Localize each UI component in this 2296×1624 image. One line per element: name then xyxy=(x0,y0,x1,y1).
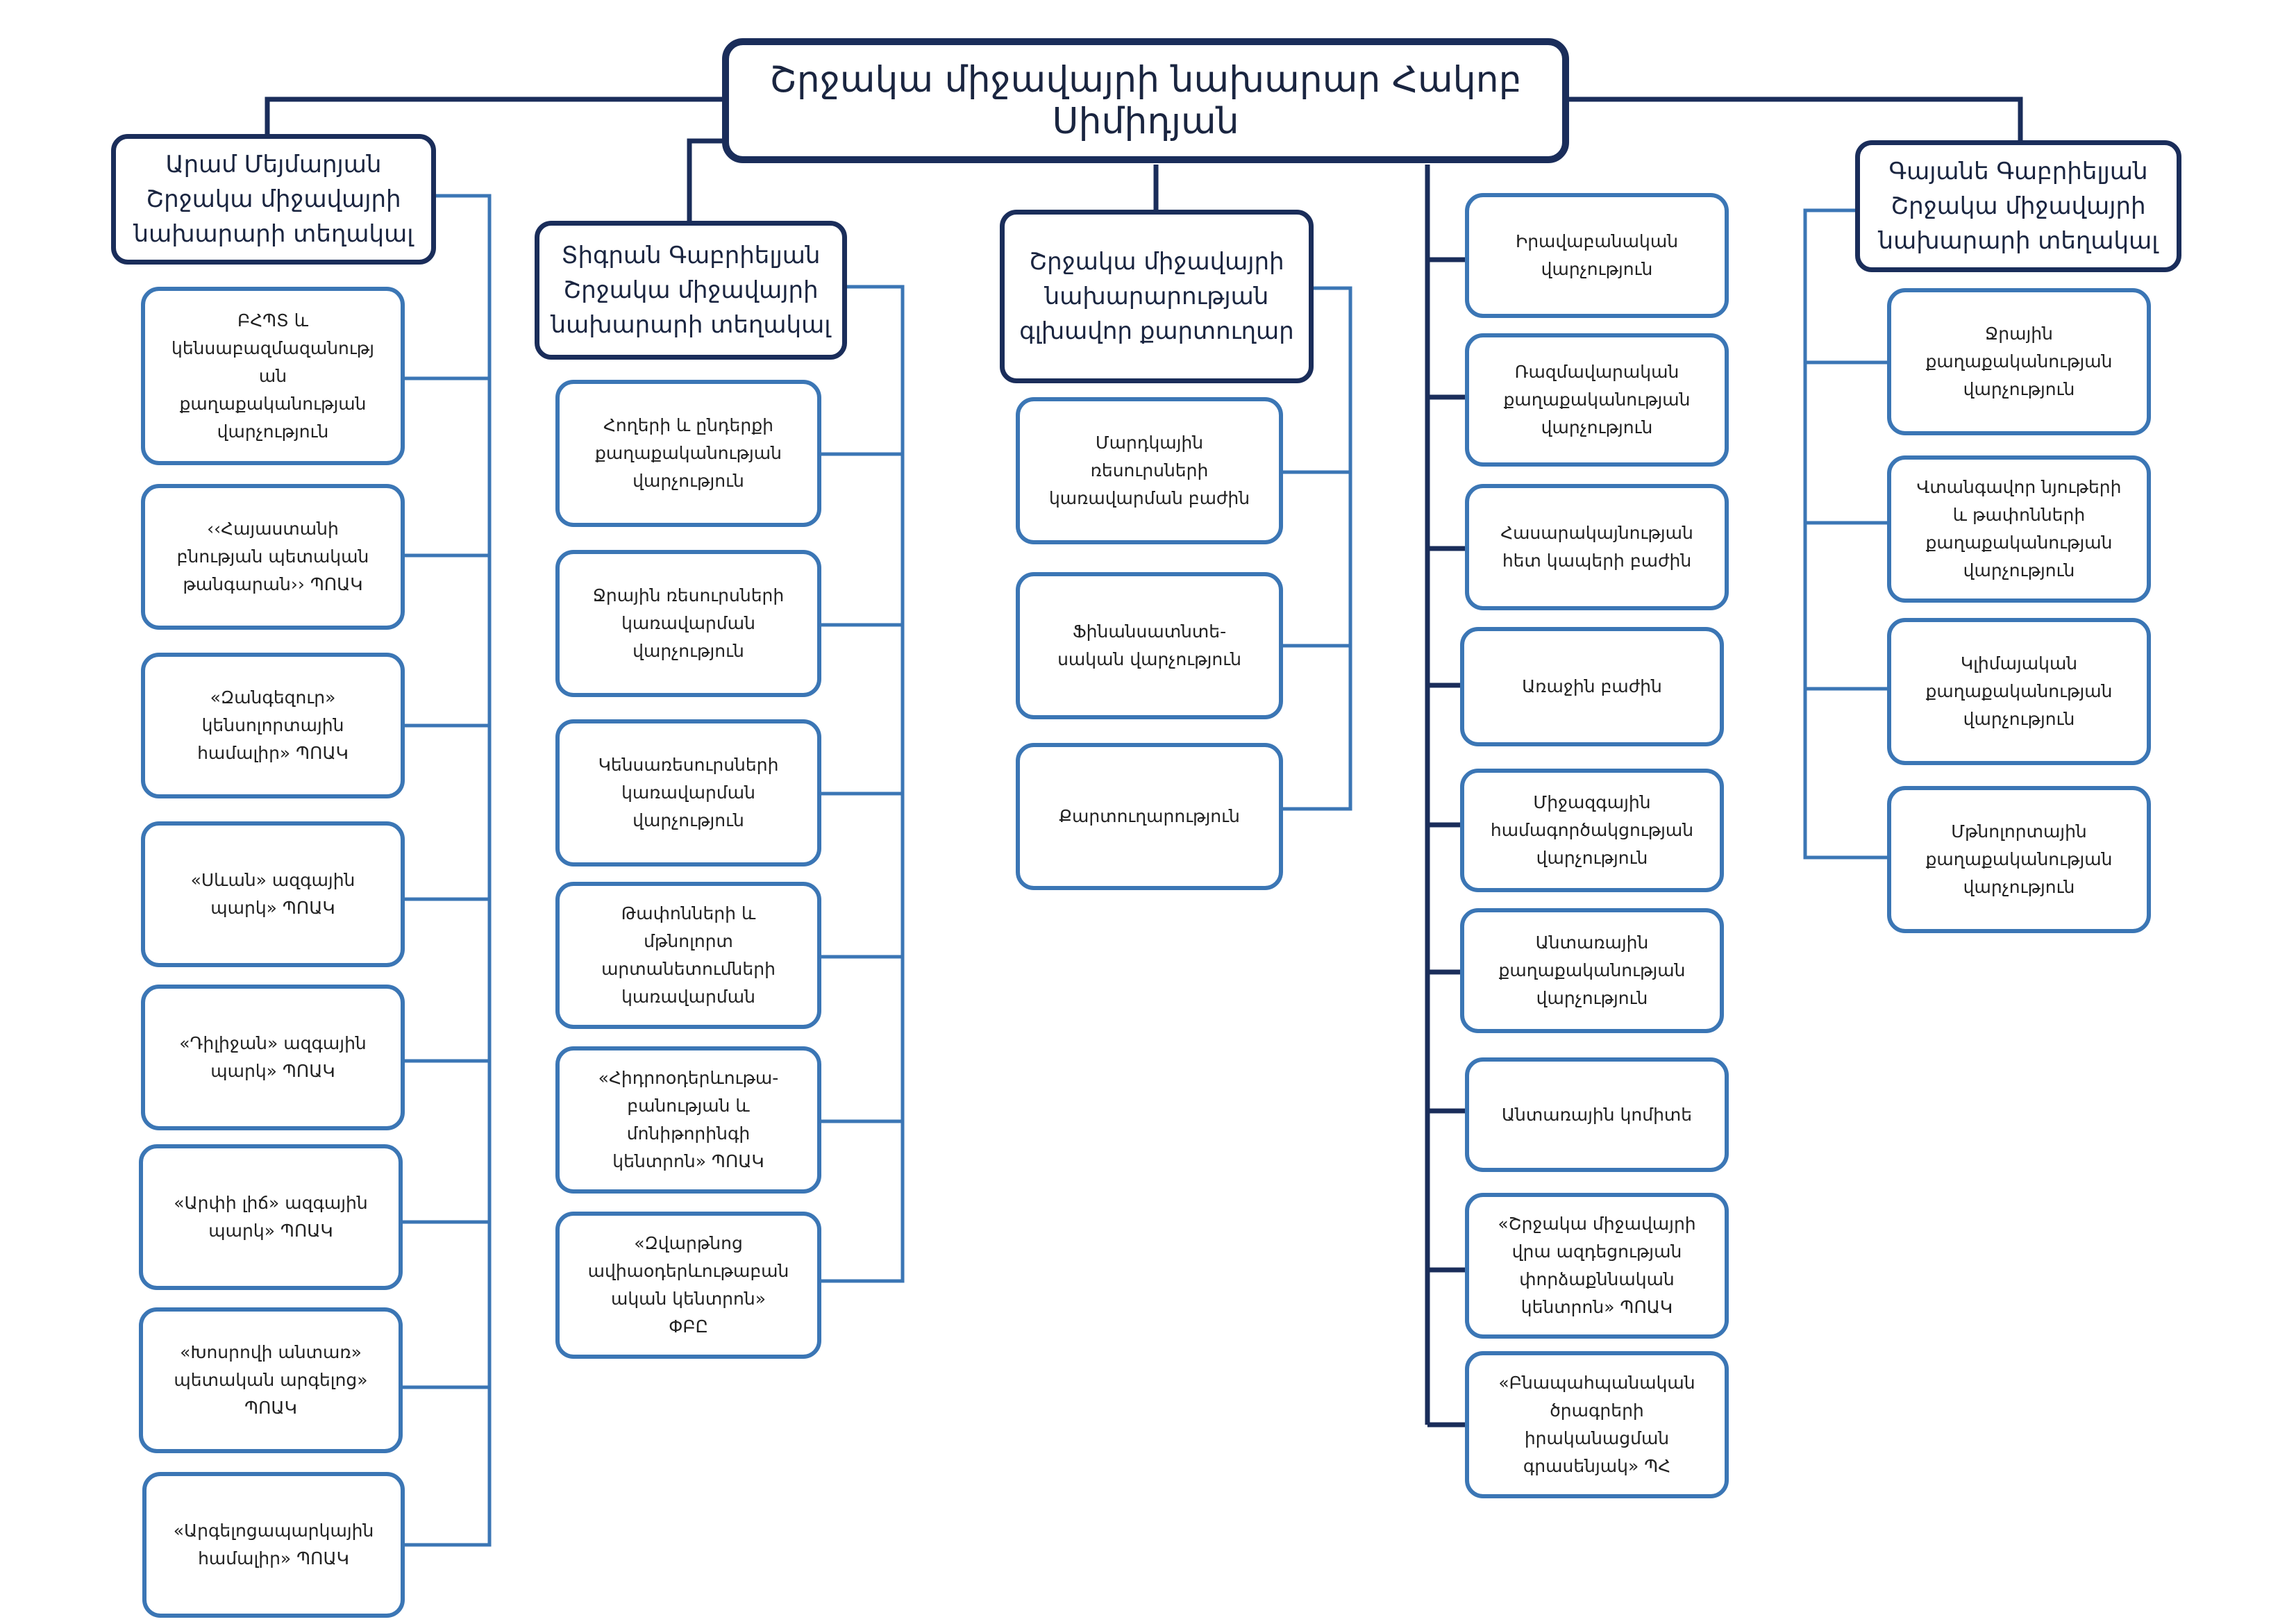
unit-left-2: «Զանգեզուր» կենսոլորտային համալիր» ՊՈԱԿ xyxy=(141,653,405,798)
unit-second-5: «Զվարթնոց ավիաօդերևութաբան ական կենտրոն»… xyxy=(555,1212,821,1359)
connector-left-ticks xyxy=(399,376,489,1389)
unit-second-1: Ջրային ռեսուրսների կառավարման վարչությու… xyxy=(555,550,821,697)
deputy-left-box: Արամ Մեյմարյան Շրջակա միջավայրի նախարարի… xyxy=(111,134,436,265)
deputy-right-box: Գայանե Գաբրիելյան Շրջակա միջավայրի նախար… xyxy=(1855,140,2181,272)
connector-minister-right xyxy=(1562,97,2023,142)
connector-left-bracket xyxy=(399,194,492,1547)
unit-left-4: «Դիլիջան» ազգային պարկ» ՊՈԱԿ xyxy=(141,985,405,1130)
unit-direct-0: Իրավաբանական վարչություն xyxy=(1465,193,1729,318)
unit-secretary-0: Մարդկային ռեսուրսների կառավարման բաժին xyxy=(1016,397,1283,544)
connector-minister-left xyxy=(265,97,722,137)
unit-second-3: Թափոնների և մթնոլորտ արտանետումների կառա… xyxy=(555,882,821,1029)
unit-direct-3: Առաջին բաժին xyxy=(1460,627,1724,746)
unit-secretary-2: Քարտուղարություն xyxy=(1016,743,1283,890)
unit-left-3: «Սևան» ազգային պարկ» ՊՈԱԿ xyxy=(141,821,405,967)
connector-second-bracket xyxy=(821,285,905,1283)
unit-left-0: ԲՀՊՏ և կենսաբազմազանությ ան քաղաքականութ… xyxy=(141,287,405,465)
unit-left-5: «Արփի լիճ» ազգային պարկ» ՊՈԱԿ xyxy=(139,1144,403,1290)
unit-right-0: Ջրային քաղաքականության վարչություն xyxy=(1887,288,2151,435)
unit-left-6: «Խոսրովի անտառ» պետական արգելոց» ՊՈԱԿ xyxy=(139,1307,403,1453)
unit-direct-1: Ռազմավարական քաղաքականության վարչություն xyxy=(1465,333,1729,467)
unit-second-0: Հողերի և ընդերքի քաղաքականության վարչութ… xyxy=(555,380,821,527)
unit-second-2: Կենսառեսուրսների կառավարման վարչություն xyxy=(555,719,821,867)
connector-second-ticks xyxy=(821,452,903,1123)
connector-direct-ticks xyxy=(1427,257,1470,1428)
connector-minister-second xyxy=(687,138,722,224)
unit-left-7: «Արգելոցապարկային համալիր» ՊՈԱԿ xyxy=(142,1472,405,1618)
unit-direct-6: Անտառային կոմիտե xyxy=(1465,1057,1729,1172)
unit-secretary-1: Ֆինանսատնտե- սական վարչություն xyxy=(1016,572,1283,719)
connector-secretary-bracket xyxy=(1283,286,1352,811)
connector-right-bracket xyxy=(1803,208,1891,860)
unit-right-3: Մթնոլորտային քաղաքականության վարչություն xyxy=(1887,786,2151,933)
deputy-second-box: Տիգրան Գաբրիելյան Շրջակա միջավայրի նախար… xyxy=(535,221,847,360)
secretary-box: Շրջակա միջավայրի նախարարության գլխավոր ք… xyxy=(1000,210,1314,383)
unit-direct-5: Անտառային քաղաքականության վարչություն xyxy=(1460,908,1724,1033)
connector-secretary-ticks xyxy=(1283,470,1350,648)
connector-right-ticks xyxy=(1805,360,1891,691)
unit-direct-4: Միջազգային համագործակցության վարչություն xyxy=(1460,769,1724,892)
minister-box: Շրջակա միջավայրի նախարար Հակոբ Սիմիդյան xyxy=(722,38,1569,163)
unit-direct-2: Հասարակայնության հետ կապերի բաժին xyxy=(1465,484,1729,610)
unit-direct-8: «Բնապահպանական ծրագրերի իրականացման գրաս… xyxy=(1465,1351,1729,1498)
unit-direct-7: «Շրջակա միջավայրի վրա ազդեցության փորձաք… xyxy=(1465,1193,1729,1339)
unit-left-1: ‹‹Հայաստանի բնության պետական թանգարան›› … xyxy=(141,484,405,630)
unit-right-1: Վտանգավոր նյութերի և թափոնների քաղաքական… xyxy=(1887,455,2151,603)
unit-right-2: Կլիմայական քաղաքականության վարչություն xyxy=(1887,618,2151,765)
unit-second-4: «Հիդրոօդերևութա- բանության և մոնիթորինգի… xyxy=(555,1046,821,1194)
